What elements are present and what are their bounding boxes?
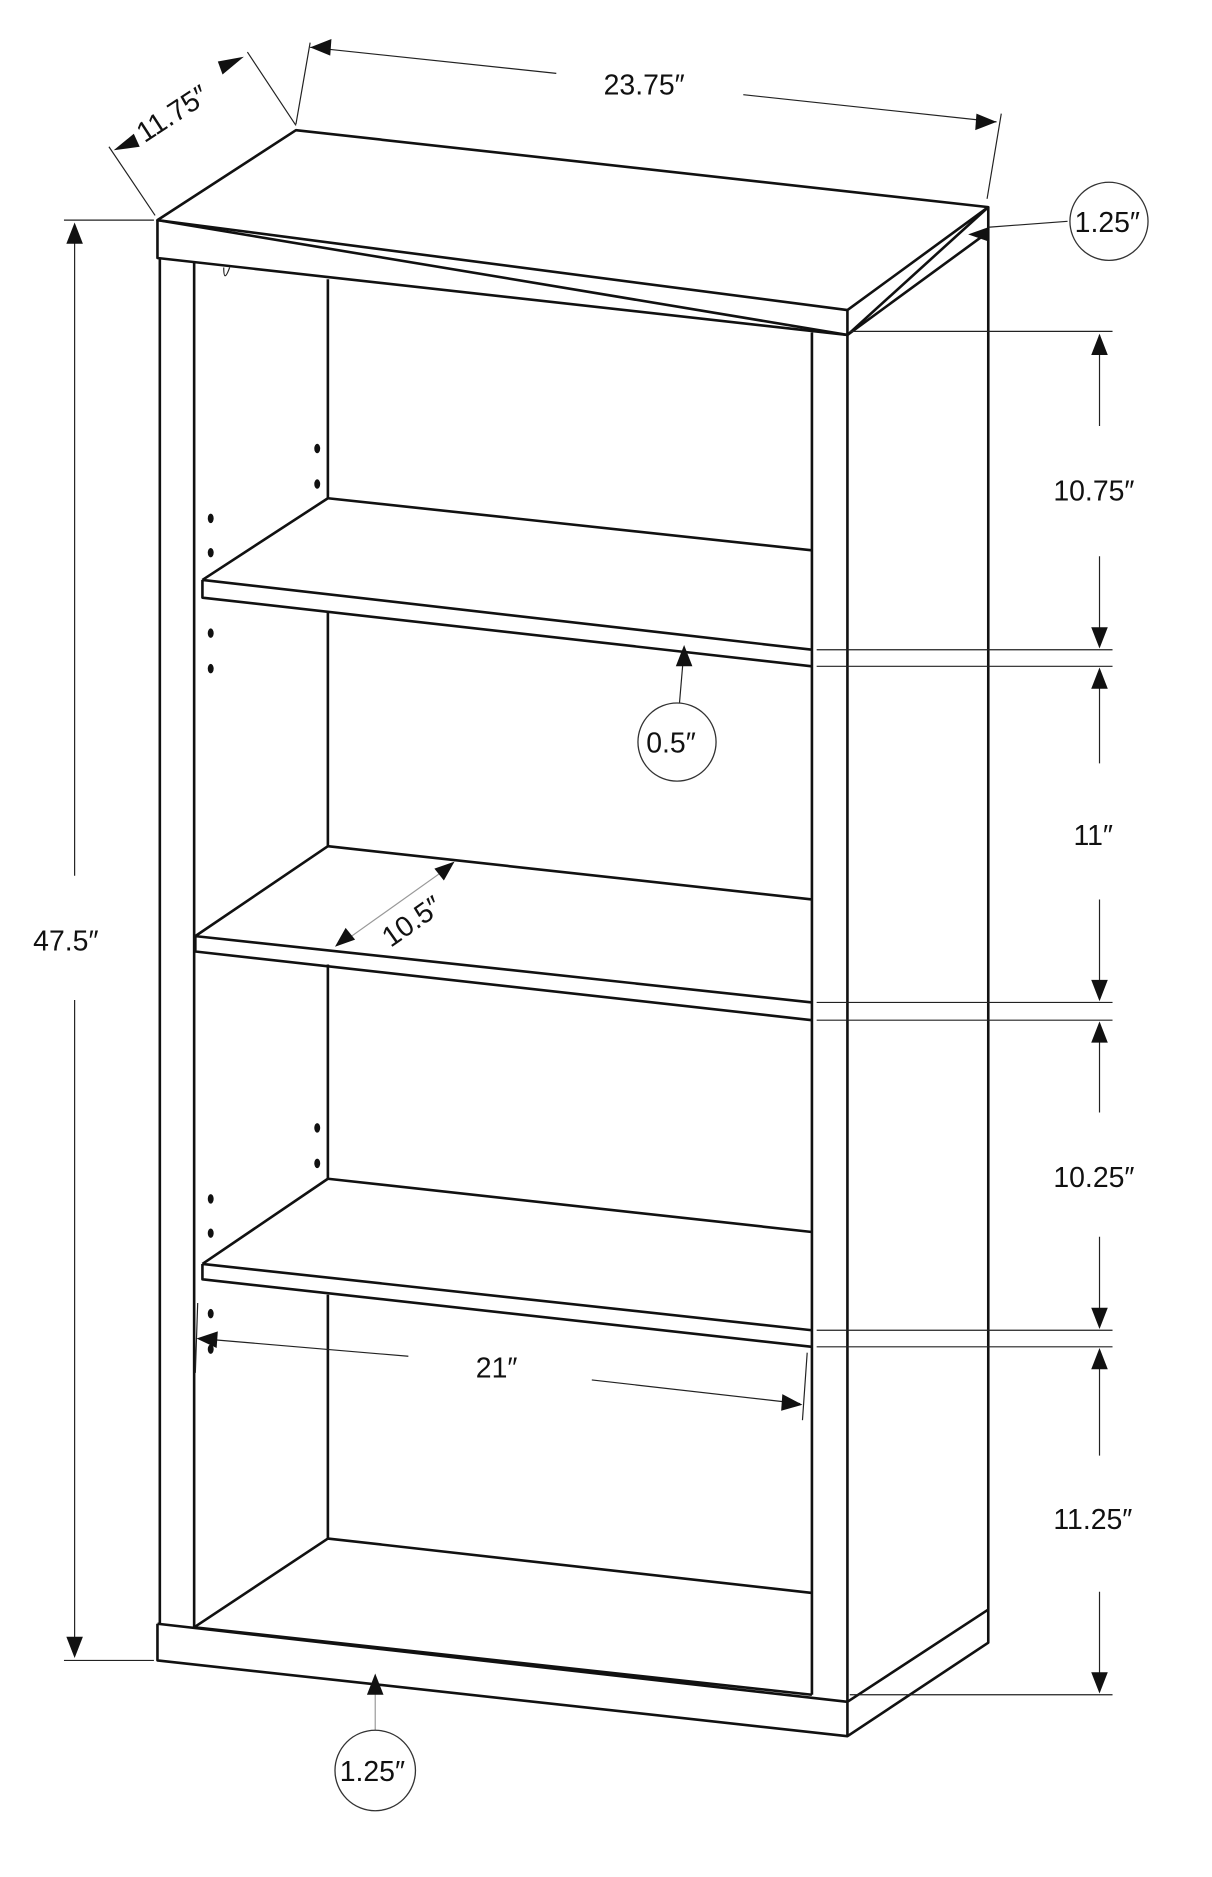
gap-4-label: 11.25″: [1053, 1504, 1132, 1536]
shelf-2: [194, 844, 813, 1022]
callout-shelf-thickness: 0.5″: [637, 644, 717, 782]
shelf-pin-holes: [207, 443, 321, 1354]
dimension-shelf-depth: 10.5″: [334, 861, 455, 954]
right-side-panel: [810, 231, 990, 1702]
shelf-depth-label: 10.5″: [376, 890, 448, 954]
depth-label: 11.75″: [131, 79, 215, 149]
bottom-thickness-label: 1.25″: [340, 1756, 405, 1788]
gap-3-label: 10.25″: [1053, 1162, 1134, 1194]
top-panel: [156, 128, 990, 337]
dimension-shelf-width: 21″: [194, 1302, 808, 1421]
height-label: 47.5″: [33, 925, 98, 957]
callout-bottom-thickness: 1.25″: [334, 1673, 417, 1812]
shelf-thickness-label: 0.5″: [646, 728, 696, 760]
top-thickness-label: 1.25″: [1075, 207, 1140, 239]
gap-2-label: 11″: [1073, 820, 1113, 852]
callout-top-thickness: 1.25″: [968, 181, 1149, 262]
dimension-gaps: 10.75″ 11″ 10.25″ 11.25″: [816, 330, 1134, 1696]
shelf-1: [201, 496, 813, 668]
dimension-height: 47.5″: [33, 219, 154, 1662]
shelf-3: [201, 1177, 813, 1349]
bottom-panel: [156, 1537, 990, 1738]
shelf-width-label: 21″: [476, 1353, 518, 1385]
width-label: 23.75″: [604, 70, 685, 102]
dimension-width: 23.75″: [295, 39, 1002, 199]
gap-1-label: 10.75″: [1053, 476, 1134, 508]
